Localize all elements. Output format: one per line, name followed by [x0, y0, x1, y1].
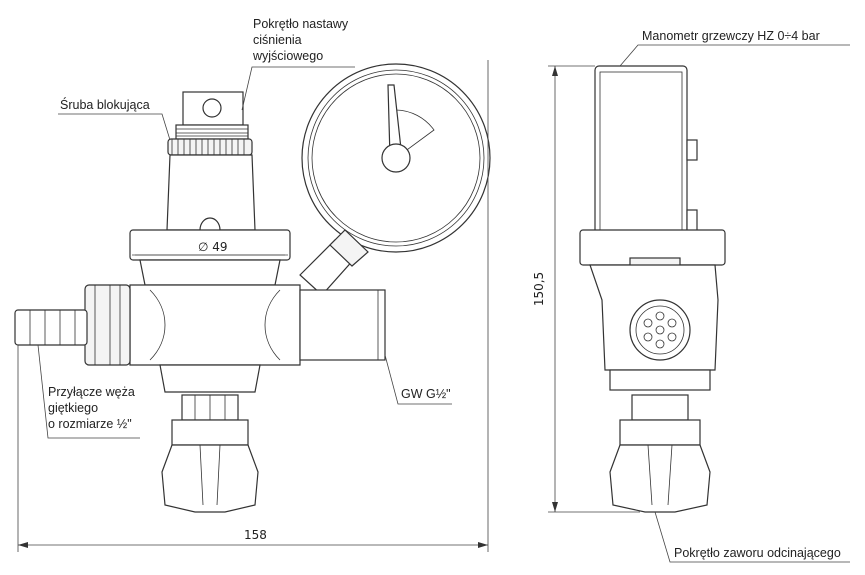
thread [175, 124, 249, 140]
lock-screw-label: Śruba blokująca [60, 98, 150, 112]
diameter-dimension: ∅ 49 [198, 240, 228, 254]
height-dimension: 150,5 [532, 271, 547, 307]
width-dimension: 158 [244, 528, 267, 542]
knob-label: Pokrętło nastawy ciśnienia wyjściowego [253, 16, 348, 64]
label-line: wyjściowego [253, 49, 324, 63]
label-line: Pokrętło nastawy [253, 17, 349, 31]
shutoff-knob-label: Pokrętło zaworu odcinającego [674, 546, 841, 560]
thread-label: GW G½" [401, 387, 451, 401]
outlet-port [629, 299, 691, 361]
label-line: ciśnienia [253, 33, 302, 47]
gauge-label: Manometr grzewczy HZ 0÷4 bar [642, 29, 820, 43]
label-line: giętkiego [48, 401, 99, 415]
side-view [579, 65, 726, 513]
front-view [14, 63, 491, 513]
dimension-lines [17, 44, 850, 563]
hose-connection-label: Przyłącze węża giętkiego o rozmiarze ½" [48, 384, 135, 432]
label-line: o rozmiarze ½" [48, 417, 132, 431]
pressure-gauge-front [299, 63, 491, 296]
label-line: Przyłącze węża [48, 385, 135, 399]
